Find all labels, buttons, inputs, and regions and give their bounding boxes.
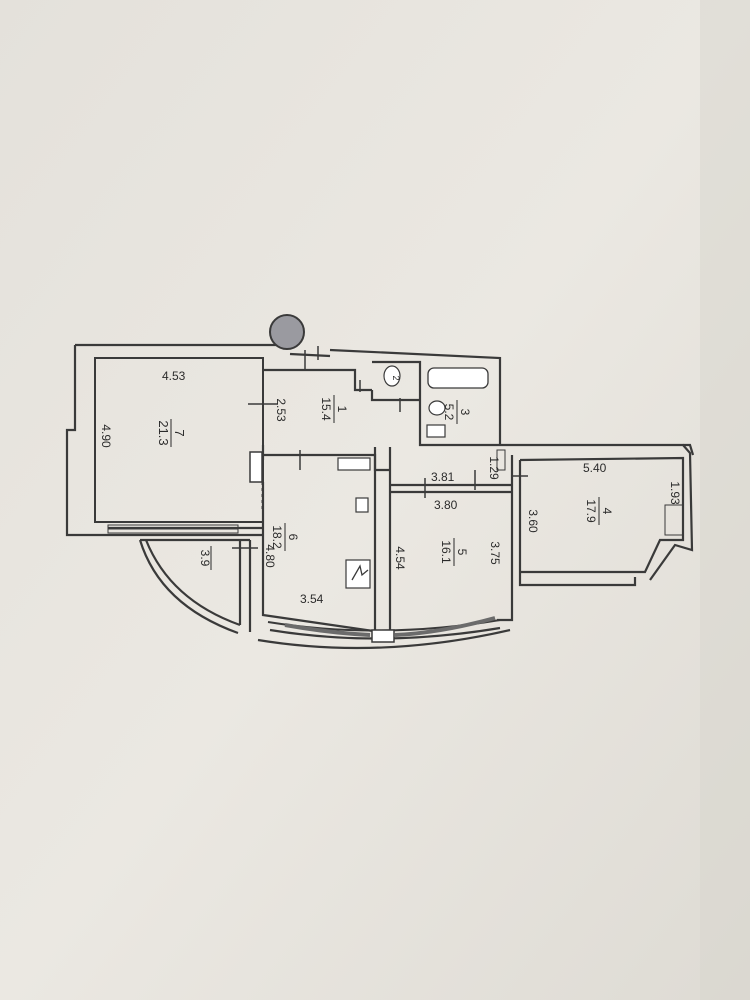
- room-4-right-outer: [683, 443, 695, 456]
- windows: [107, 449, 684, 637]
- wc-block: [372, 360, 497, 447]
- dim-3-54: 3.54: [300, 592, 324, 606]
- room-6-area: 18.2: [270, 525, 284, 549]
- dim-3-81: 3.81: [431, 470, 455, 484]
- room-2-number: 2: [391, 375, 401, 380]
- balcony-area: 3.9: [198, 550, 212, 567]
- sink: [355, 497, 369, 513]
- toilet-1: [383, 365, 401, 387]
- dim-3-80: 3.80: [434, 498, 458, 512]
- stove-symbol: [351, 564, 369, 581]
- room-4-number: 4: [600, 508, 614, 515]
- balcony-arc: [144, 539, 241, 627]
- stove: [345, 559, 371, 589]
- balcony-arc-outer: [138, 539, 239, 635]
- room-3-area: 5.2: [442, 404, 456, 421]
- room-4-area: 17.9: [584, 499, 598, 523]
- dim-4-53: 4.53: [162, 369, 186, 383]
- room-4-wall: [519, 456, 685, 574]
- room-1-number: 1: [335, 406, 349, 413]
- partition-6-5: [373, 447, 392, 630]
- toilet-2: [428, 400, 446, 416]
- balcony-right: [238, 540, 252, 632]
- door-ticks: [232, 346, 528, 549]
- room-1-area: 15.4: [319, 397, 333, 421]
- bathtub: [427, 367, 489, 389]
- paper-edge-shadow: [700, 0, 750, 1000]
- dim-2-53: 2.53: [274, 398, 288, 422]
- outer-wall-top: [75, 343, 502, 446]
- room-5-top: [390, 483, 512, 494]
- room-6-wall: [261, 445, 381, 634]
- room-5-right-outer: [518, 460, 637, 587]
- dim-4-80: 4.80: [263, 544, 277, 568]
- dim-1-29: 1.29: [487, 456, 501, 480]
- room-5-area: 16.1: [439, 540, 453, 564]
- door-post: [249, 451, 263, 483]
- dim-3-75: 3.75: [488, 541, 502, 565]
- vent-circle: [269, 314, 305, 350]
- room-labels: 7 21.3 1 15.4 2 3 5.2 6 18.2 5: [156, 375, 614, 570]
- outer-wall-left: [65, 345, 108, 537]
- dim-4-54: 4.54: [393, 546, 407, 570]
- corridor-wall: [263, 368, 372, 392]
- balcony-line: [108, 526, 263, 537]
- dim-5-40: 5.40: [583, 461, 607, 475]
- washbasin: [426, 424, 446, 438]
- curved-wall-outer-2: [257, 628, 511, 650]
- pillar: [371, 629, 395, 643]
- wc-inner: [370, 390, 420, 402]
- walls: [65, 343, 695, 650]
- dim-4-90: 4.90: [99, 424, 113, 448]
- kitchen-counter: [337, 457, 371, 471]
- room-5-number: 5: [455, 549, 469, 556]
- dimension-labels: 4.53 4.90 2.53 3.81 1.29 3.80 5.40 1.93 …: [99, 369, 682, 606]
- room-3-number: 3: [458, 409, 472, 416]
- dim-3-60: 3.60: [526, 509, 540, 533]
- top-inner-line: [289, 352, 331, 358]
- room-6-number: 6: [286, 534, 300, 541]
- room-7-number: 7: [172, 429, 187, 436]
- room-7-area: 21.3: [156, 420, 171, 445]
- room-5-right: [497, 455, 514, 622]
- dim-1-93: 1.93: [668, 481, 682, 505]
- room-4-outer: [497, 443, 694, 581]
